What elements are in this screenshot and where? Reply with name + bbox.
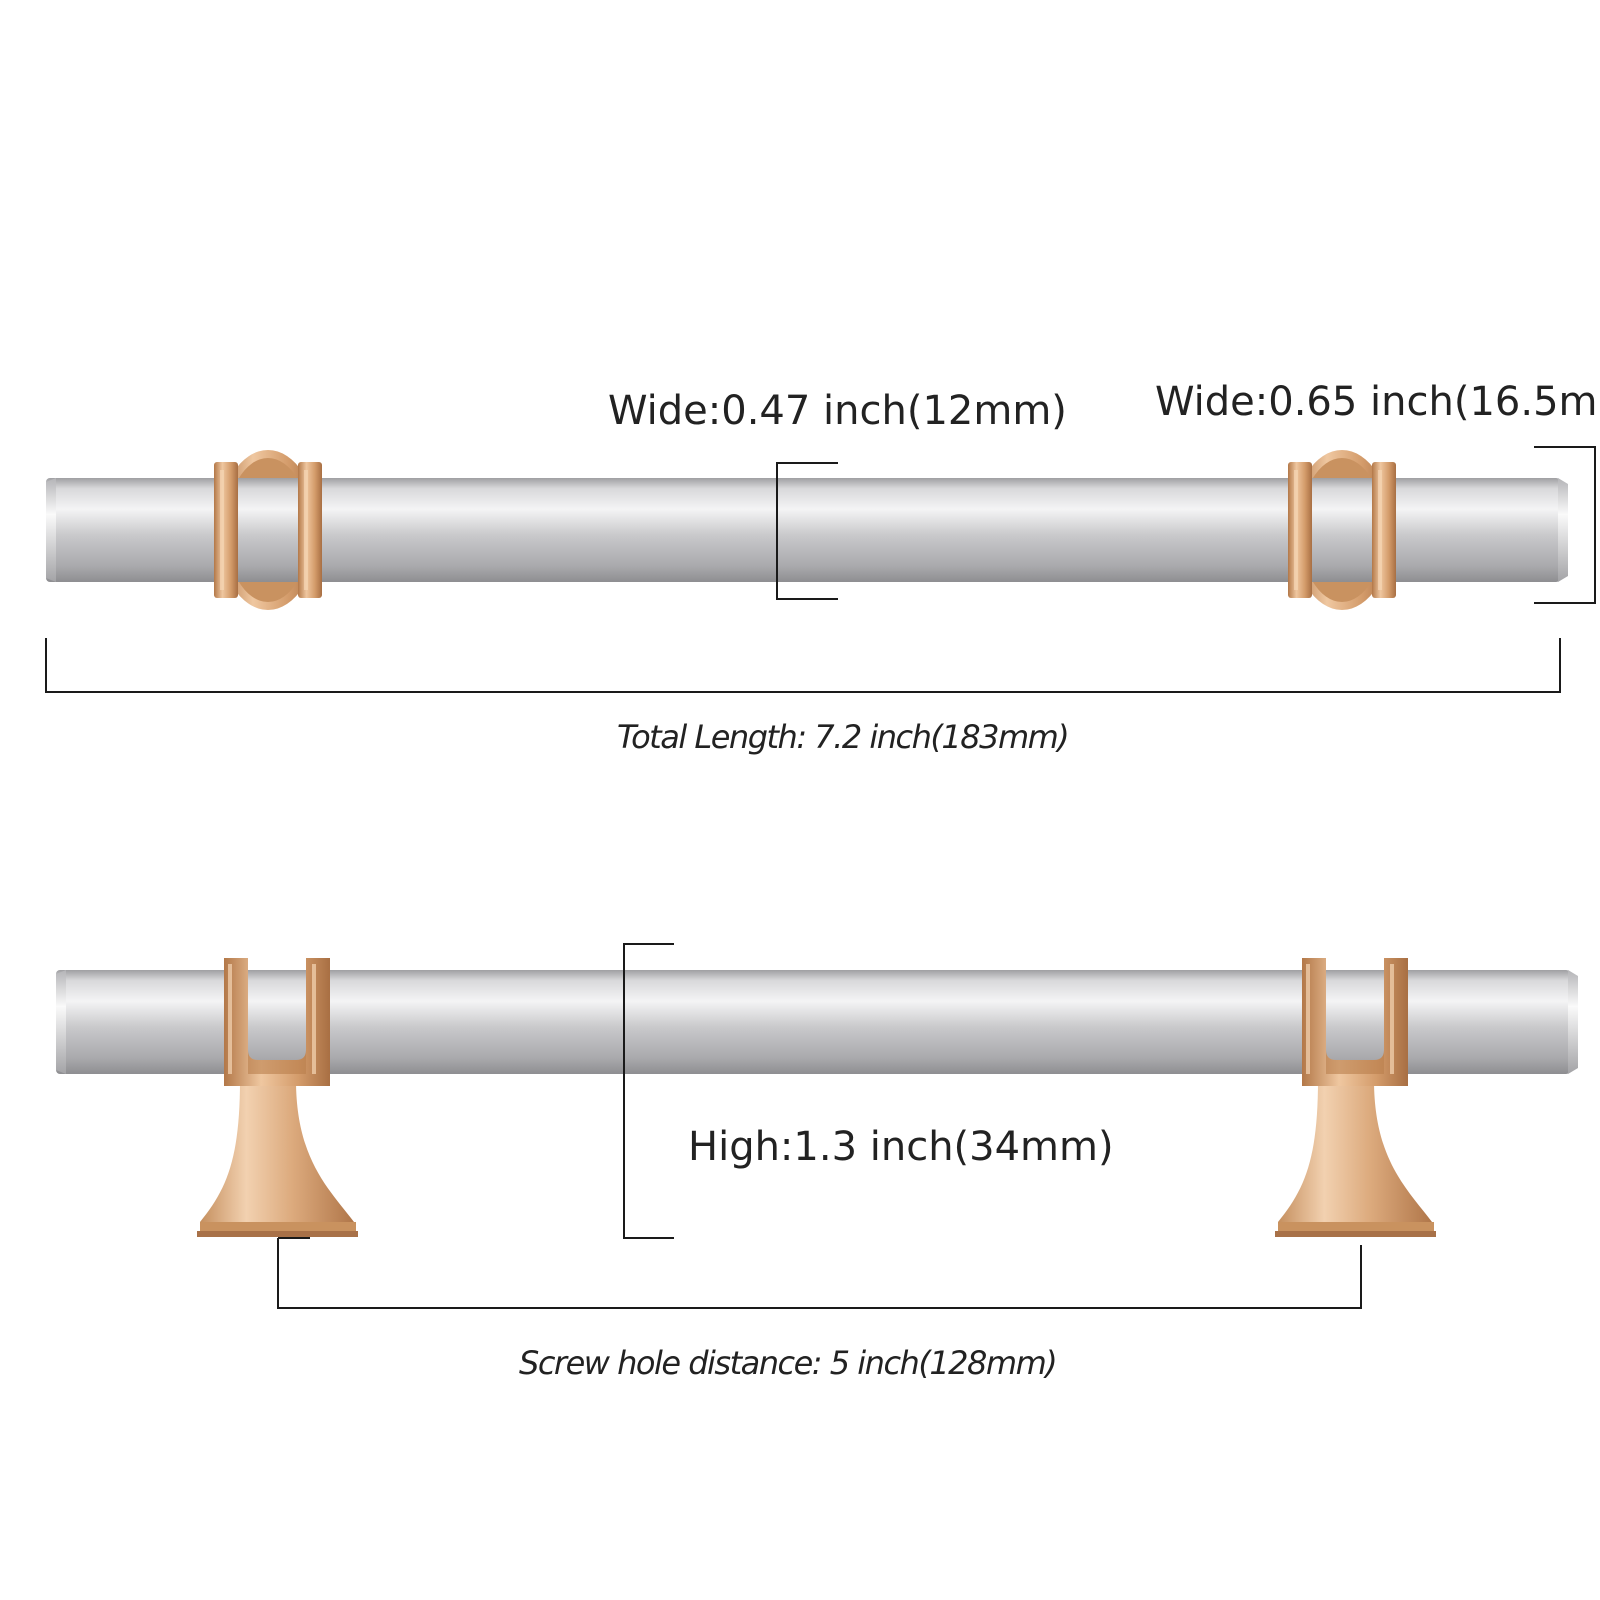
height-bracket [623, 943, 674, 1239]
height-label: High:1.3 inch(34mm) [688, 1124, 1114, 1170]
side-view: High:1.3 inch(34mm) Screw hole distance:… [56, 943, 1578, 1382]
side-bar-left-cap [56, 970, 66, 1074]
screw-distance-bracket [277, 1238, 1362, 1309]
top-bar [46, 478, 1560, 582]
bar-width-bracket [776, 462, 838, 600]
top-bar-right-cap [1558, 478, 1568, 582]
top-right-post [1288, 450, 1396, 610]
post-width-label: Wide:0.65 inch(16.5mm) [1155, 379, 1600, 425]
bar-width-label: Wide:0.47 inch(12mm) [608, 388, 1067, 434]
screw-distance-label: Screw hole distance: 5 inch(128mm) [519, 1344, 1056, 1382]
side-bar [56, 970, 1570, 1074]
side-left-foot [197, 1080, 358, 1237]
total-length-label: Total Length: 7.2 inch(183mm) [617, 718, 1068, 756]
top-bar-left-cap [46, 478, 56, 582]
total-length-bracket [45, 638, 1561, 693]
side-left-post [224, 958, 330, 1086]
side-bar-right-cap [1568, 970, 1578, 1074]
side-right-foot [1275, 1080, 1436, 1237]
top-view: Wide:0.47 inch(12mm) Wide:0.65 inch(16.5… [45, 379, 1600, 756]
side-right-post [1302, 958, 1408, 1086]
post-width-bracket [1534, 446, 1596, 604]
top-left-post [214, 450, 322, 610]
